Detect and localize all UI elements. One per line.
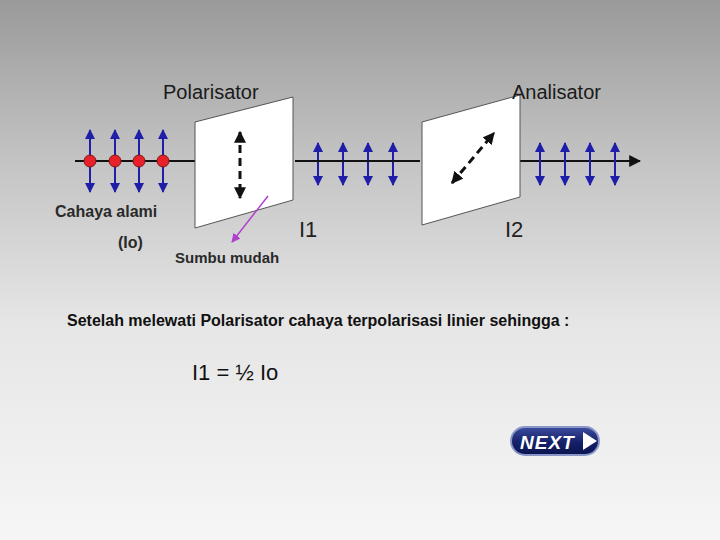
vibration-arrow [539,143,541,185]
analyzer-plate: Analisator [420,80,630,230]
explanation-note: Setelah melewati Polarisator cahaya terp… [67,310,627,332]
formula: I1 = ½ Io [192,360,278,386]
polarizer-plate: Polarisator [160,80,295,230]
vibration-arrow [317,143,319,185]
intensity-label: I2 [505,217,523,243]
vibration-dot [109,155,121,167]
axis-label: Sumbu mudah [175,249,279,266]
plate-shape [195,97,293,228]
plate-shape [422,95,520,225]
vibration-arrow [392,143,394,185]
vibration-dot [84,155,96,167]
beam-axis [295,160,420,162]
beam-axis [520,160,640,162]
vibration-arrow [342,143,344,185]
transmission-axis [239,132,242,198]
vibration-dot [133,155,145,167]
intensity-label: I1 [299,217,317,243]
component-label: Analisator [512,81,601,104]
light-label: Cahaya alami [55,203,157,221]
vibration-arrow [614,143,616,185]
transmission-axis [452,133,494,183]
next-button: NEXT [510,426,600,456]
vibration-arrow [589,143,591,185]
button-label: NEXT [520,432,575,454]
intensity-label: (Io) [118,234,143,252]
vibration-arrow [564,143,566,185]
component-label: Polarisator [163,81,259,104]
vibration-dot [157,155,169,167]
vibration-arrow [367,143,369,185]
